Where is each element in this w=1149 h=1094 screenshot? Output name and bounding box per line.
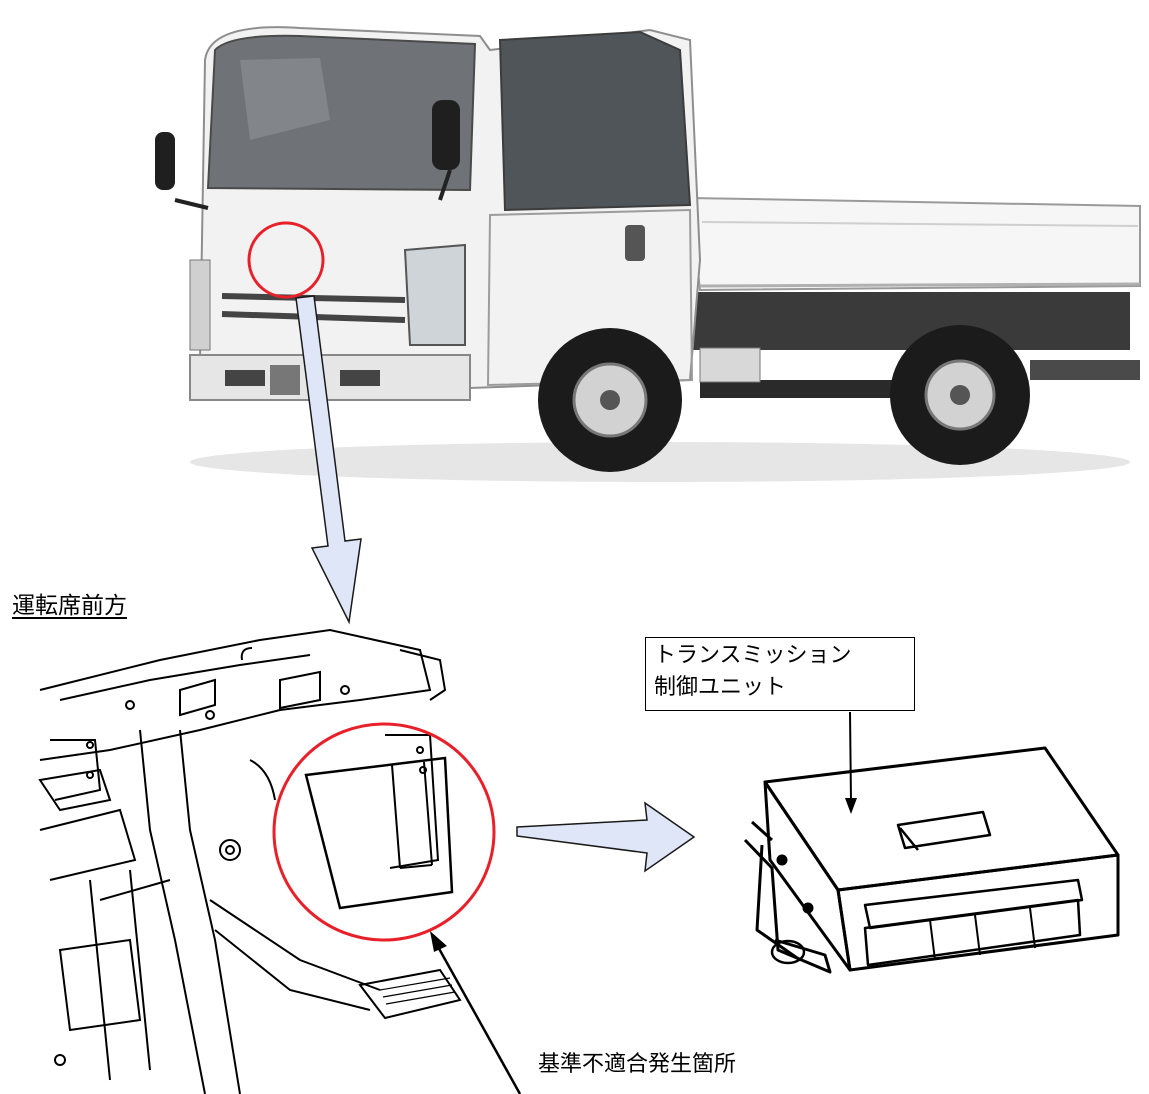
pointer-arrow-down	[295, 295, 362, 625]
defect-leader	[430, 931, 522, 1094]
dashboard-highlight-circle	[272, 722, 496, 942]
ecu-drawing	[743, 746, 1120, 974]
section-label-driver-front: 運転席前方	[12, 593, 127, 619]
dashboard-drawing	[38, 628, 462, 1094]
truck-image	[155, 26, 1141, 482]
callout-leader	[845, 711, 857, 814]
callout-line-1: トランスミッション	[654, 643, 852, 668]
pointer-arrow-right	[516, 801, 696, 873]
truck-highlight-circle	[247, 221, 325, 299]
callout-box-transmission-control-unit: トランスミッション 制御ユニット	[645, 637, 915, 711]
defect-location-label: 基準不適合発生箇所	[538, 1052, 737, 1077]
callout-line-2: 制御ユニット	[654, 675, 787, 700]
